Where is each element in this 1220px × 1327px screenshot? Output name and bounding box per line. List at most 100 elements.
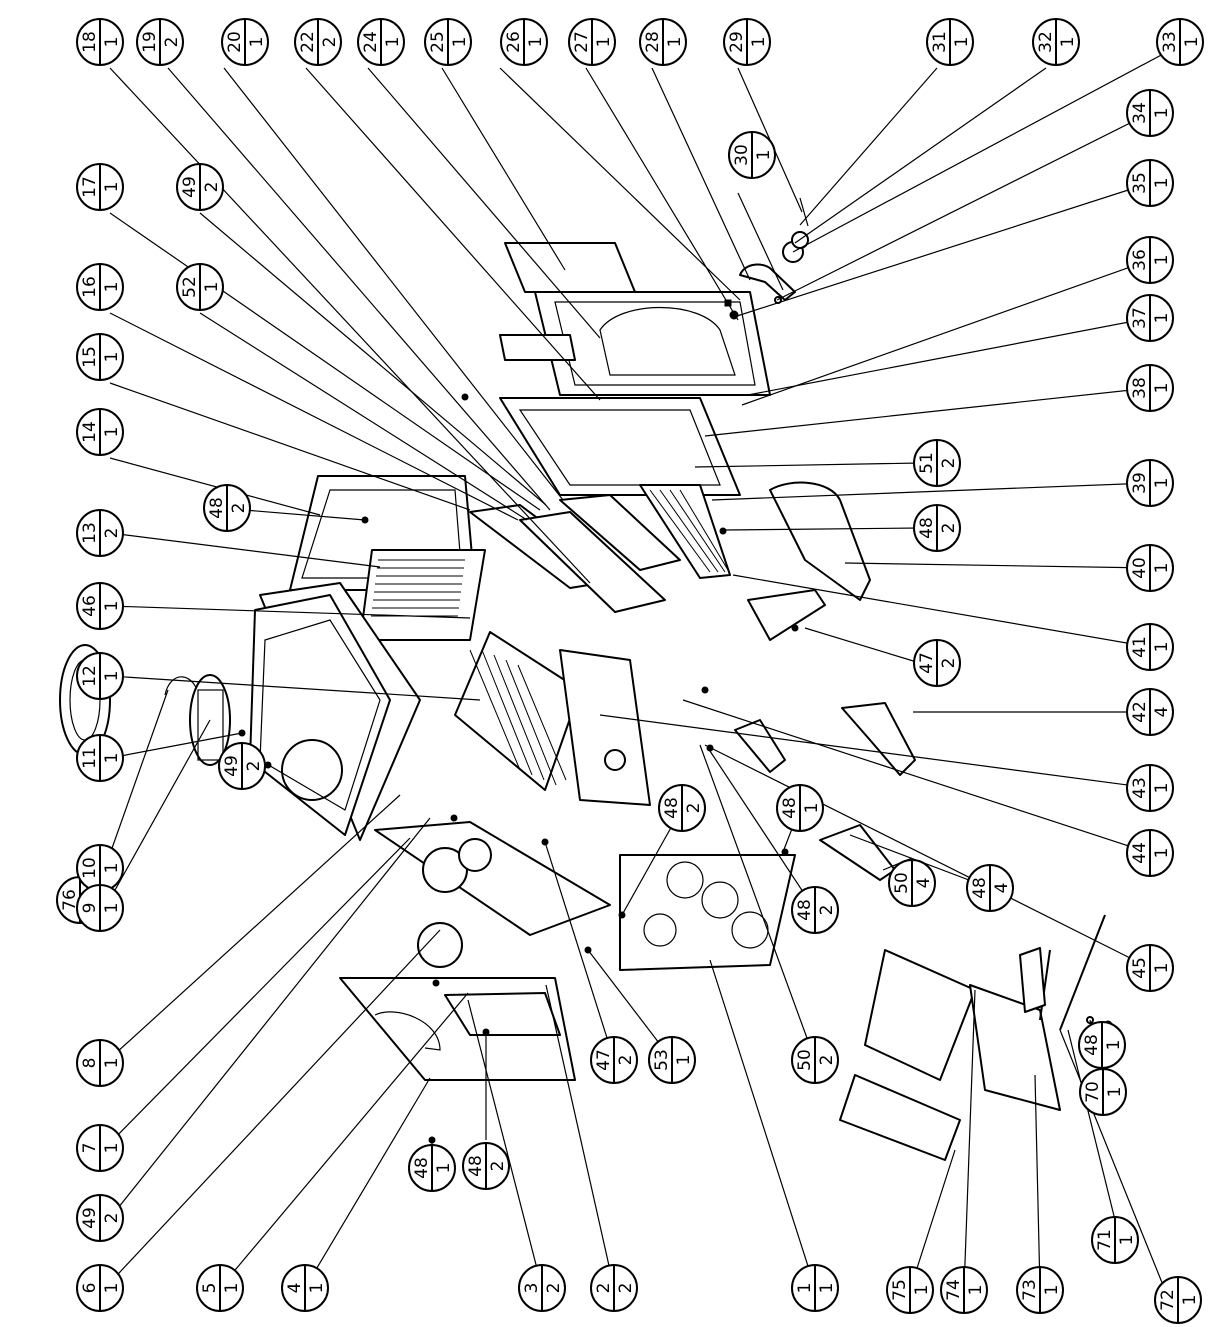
- part-quantity: 1: [102, 601, 122, 612]
- part-number: 2: [594, 1283, 614, 1294]
- part-quantity: 1: [102, 1143, 122, 1154]
- part-quantity: 2: [202, 182, 222, 193]
- part-number: 76: [60, 889, 80, 911]
- part-quantity: 1: [1152, 642, 1172, 653]
- part-quantity: 1: [102, 427, 122, 438]
- part-number: 34: [1130, 102, 1150, 124]
- part-quantity: 2: [244, 761, 264, 772]
- part-quantity: 1: [1152, 255, 1172, 266]
- door-frame: [499, 397, 741, 579]
- part-number: 10: [80, 857, 100, 879]
- part-number: 9: [80, 903, 100, 914]
- part-quantity: 1: [102, 282, 122, 293]
- part-number: 48: [412, 1157, 432, 1179]
- part-quantity: 4: [992, 883, 1012, 894]
- part-quantity: 4: [914, 878, 934, 889]
- part-quantity: 1: [202, 282, 222, 293]
- part-number: 44: [1130, 842, 1150, 864]
- part-quantity: 1: [102, 1058, 122, 1069]
- part-quantity: 1: [594, 37, 614, 48]
- top-door-frame: [499, 242, 771, 396]
- part-number: 28: [643, 31, 663, 53]
- part-quantity: 1: [1152, 178, 1172, 189]
- part-quantity: 2: [102, 528, 122, 539]
- part-number: 46: [80, 595, 100, 617]
- part-number: 48: [917, 517, 937, 539]
- part-number: 48: [1082, 1034, 1102, 1056]
- part-quantity: 1: [674, 1055, 694, 1066]
- part-quantity: 1: [1152, 478, 1172, 489]
- part-number: 49: [222, 755, 242, 777]
- part-number: 71: [1095, 1229, 1115, 1251]
- part-quantity: 1: [1042, 1285, 1062, 1296]
- part-quantity: 1: [665, 37, 685, 48]
- part-number: 48: [207, 497, 227, 519]
- part-quantity: 2: [320, 37, 340, 48]
- part-number: 75: [890, 1279, 910, 1301]
- part-quantity: 2: [229, 503, 249, 514]
- part-number: 72: [1158, 1289, 1178, 1311]
- part-number: 1: [795, 1283, 815, 1294]
- part-number: 3: [522, 1283, 542, 1294]
- part-quantity: 1: [1105, 1087, 1125, 1098]
- part-quantity: 1: [1058, 37, 1078, 48]
- part-quantity: 1: [102, 903, 122, 914]
- part-quantity: 1: [383, 37, 403, 48]
- part-number: 6: [80, 1283, 100, 1294]
- part-quantity: 2: [939, 458, 959, 469]
- part-quantity: 1: [1180, 1295, 1200, 1306]
- part-number: 49: [80, 1207, 100, 1229]
- part-number: 50: [795, 1049, 815, 1071]
- part-number: 51: [917, 452, 937, 474]
- part-number: 43: [1130, 777, 1150, 799]
- part-quantity: 1: [754, 150, 774, 161]
- part-quantity: 1: [952, 37, 972, 48]
- part-number: 26: [504, 31, 524, 53]
- part-quantity: 1: [102, 182, 122, 193]
- part-number: 8: [80, 1058, 100, 1069]
- part-number: 39: [1130, 472, 1150, 494]
- part-number: 32: [1036, 31, 1056, 53]
- part-quantity: 2: [939, 523, 959, 534]
- part-quantity: 2: [616, 1055, 636, 1066]
- part-quantity: 1: [802, 803, 822, 814]
- part-quantity: 1: [102, 753, 122, 764]
- firebox-sides: [559, 649, 651, 806]
